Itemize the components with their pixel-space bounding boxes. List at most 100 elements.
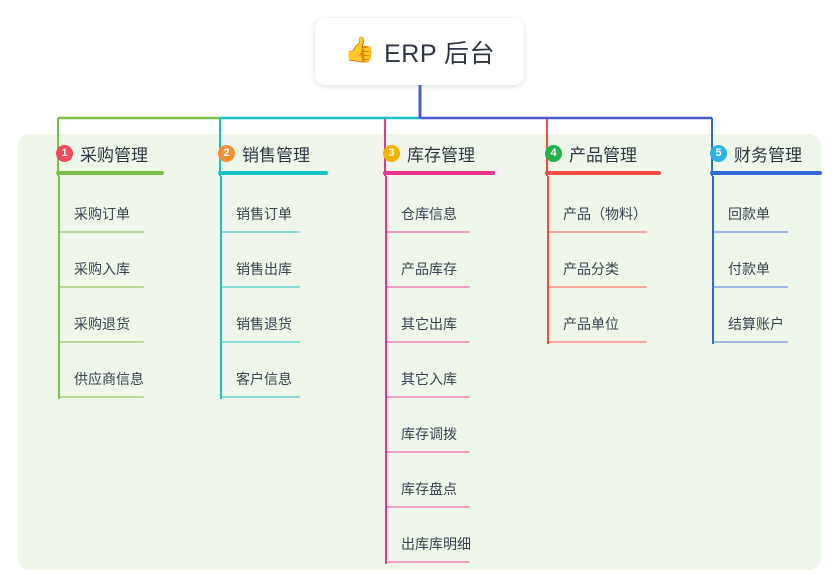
- leaf-rule: [547, 286, 647, 288]
- leaf-item[interactable]: 采购订单: [38, 178, 198, 233]
- branch-title-4: 产品管理: [569, 145, 637, 165]
- branch-title-5: 财务管理: [734, 145, 802, 165]
- leaf-label: 结算账户: [728, 316, 784, 332]
- leaf-label: 库存调拨: [401, 426, 457, 442]
- leaf-label: 销售退货: [236, 316, 292, 332]
- leaf-label: 出库库明细: [401, 536, 471, 552]
- leaf-item[interactable]: 库存调拨: [365, 398, 525, 453]
- leaf-item[interactable]: 销售退货: [200, 288, 360, 343]
- branch-header-2[interactable]: 2 销售管理: [200, 140, 360, 166]
- leaf-rule: [58, 396, 144, 398]
- leaf-item[interactable]: 销售出库: [200, 233, 360, 288]
- branch-stem-3: [385, 176, 387, 564]
- leaf-rule: [547, 231, 647, 233]
- leaf-rule: [385, 231, 470, 233]
- thumbs-up-icon: 👍: [343, 36, 376, 64]
- branch-title-3: 库存管理: [407, 145, 475, 165]
- branch-badge-5: 5: [710, 144, 727, 162]
- leaf-list-1: 采购订单采购入库采购退货供应商信息: [38, 178, 198, 398]
- branch-header-1[interactable]: 1 采购管理: [38, 140, 198, 166]
- leaf-item[interactable]: 产品库存: [365, 233, 525, 288]
- leaf-label: 其它出库: [401, 316, 457, 332]
- branch-title-1: 采购管理: [80, 145, 148, 165]
- leaf-item[interactable]: 销售订单: [200, 178, 360, 233]
- leaf-label: 付款单: [728, 261, 770, 277]
- leaf-rule: [712, 231, 788, 233]
- leaf-rule: [220, 396, 300, 398]
- leaf-item[interactable]: 产品单位: [527, 288, 692, 343]
- diagram-panel: [18, 134, 821, 570]
- leaf-label: 库存盘点: [401, 481, 457, 497]
- root-node[interactable]: 👍 ERP 后台: [315, 18, 524, 85]
- branch-column-2: 2 销售管理销售订单销售出库销售退货客户信息: [200, 140, 360, 399]
- leaf-item[interactable]: 采购入库: [38, 233, 198, 288]
- leaf-label: 产品（物料）: [563, 206, 647, 222]
- leaf-item[interactable]: 供应商信息: [38, 343, 198, 398]
- leaf-item[interactable]: 产品分类: [527, 233, 692, 288]
- branch-column-3: 3 库存管理仓库信息产品库存其它出库其它入库库存调拨库存盘点出库库明细: [365, 140, 525, 564]
- branch-stem-4: [547, 176, 549, 344]
- branch-header-5[interactable]: 5 财务管理: [692, 140, 822, 166]
- leaf-rule: [58, 286, 144, 288]
- branch-rule-5: [710, 171, 822, 175]
- leaf-item[interactable]: 客户信息: [200, 343, 360, 398]
- leaf-rule: [712, 341, 788, 343]
- leaf-rule: [58, 341, 144, 343]
- leaf-label: 销售订单: [236, 206, 292, 222]
- leaf-rule: [220, 231, 300, 233]
- leaf-item[interactable]: 付款单: [692, 233, 822, 288]
- branch-badge-1: 1: [56, 144, 73, 162]
- leaf-item[interactable]: 其它入库: [365, 343, 525, 398]
- leaf-label: 其它入库: [401, 371, 457, 387]
- leaf-label: 仓库信息: [401, 206, 457, 222]
- leaf-rule: [220, 341, 300, 343]
- leaf-item[interactable]: 产品（物料）: [527, 178, 692, 233]
- leaf-item[interactable]: 出库库明细: [365, 508, 525, 563]
- branch-stem-1: [58, 176, 60, 399]
- leaf-item[interactable]: 库存盘点: [365, 453, 525, 508]
- leaf-rule: [385, 341, 470, 343]
- branch-title-2: 销售管理: [242, 145, 310, 165]
- leaf-list-4: 产品（物料） 产品分类产品单位: [527, 178, 692, 343]
- leaf-item[interactable]: 采购退货: [38, 288, 198, 343]
- leaf-item[interactable]: 其它出库: [365, 288, 525, 343]
- leaf-item[interactable]: 仓库信息: [365, 178, 525, 233]
- leaf-label: 供应商信息: [74, 371, 144, 387]
- branch-header-3[interactable]: 3 库存管理: [365, 140, 525, 166]
- branch-badge-2: 2: [218, 144, 235, 162]
- branch-rule-4: [545, 171, 661, 175]
- leaf-rule: [385, 396, 470, 398]
- leaf-label: 采购入库: [74, 261, 130, 277]
- leaf-rule: [712, 286, 788, 288]
- branch-column-1: 1 采购管理采购订单采购入库采购退货供应商信息: [38, 140, 198, 399]
- leaf-rule: [58, 231, 144, 233]
- leaf-item[interactable]: 回款单: [692, 178, 822, 233]
- leaf-list-3: 仓库信息产品库存其它出库其它入库库存调拨库存盘点出库库明细: [365, 178, 525, 563]
- leaf-label: 客户信息: [236, 371, 292, 387]
- branch-rule-1: [56, 171, 164, 175]
- branch-stem-5: [712, 176, 714, 344]
- leaf-label: 采购退货: [74, 316, 130, 332]
- leaf-label: 产品单位: [563, 316, 619, 332]
- leaf-label: 产品库存: [401, 261, 457, 277]
- leaf-rule: [385, 286, 470, 288]
- leaf-list-2: 销售订单销售出库销售退货客户信息: [200, 178, 360, 398]
- leaf-label: 销售出库: [236, 261, 292, 277]
- leaf-rule: [385, 506, 470, 508]
- leaf-label: 采购订单: [74, 206, 130, 222]
- branch-stem-2: [220, 176, 222, 399]
- leaf-label: 回款单: [728, 206, 770, 222]
- leaf-rule: [385, 451, 470, 453]
- root-title: ERP 后台: [384, 39, 496, 68]
- branch-column-5: 5 财务管理回款单付款单结算账户: [692, 140, 822, 344]
- leaf-label: 产品分类: [563, 261, 619, 277]
- leaf-list-5: 回款单付款单结算账户: [692, 178, 822, 343]
- leaf-rule: [220, 286, 300, 288]
- branch-rule-2: [218, 171, 328, 175]
- branch-badge-3: 3: [383, 144, 400, 162]
- leaf-item[interactable]: 结算账户: [692, 288, 822, 343]
- leaf-rule: [385, 561, 470, 563]
